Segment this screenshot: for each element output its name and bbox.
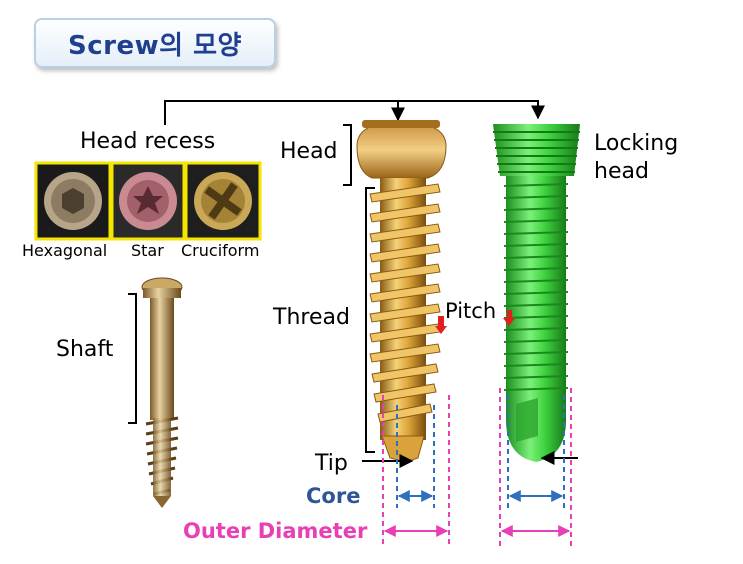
core-label: Core: [306, 484, 360, 508]
pitch-arrows: [435, 310, 515, 334]
gold-screw: [356, 120, 447, 463]
thread-bracket: [365, 187, 375, 453]
tip-label: Tip: [314, 451, 348, 476]
recess-photos: [34, 161, 262, 241]
thread-label: Thread: [272, 305, 350, 330]
head-recess-label: Head recess: [80, 129, 215, 154]
hexagonal-label: Hexagonal: [22, 241, 107, 260]
head-label: Head: [280, 139, 338, 164]
cruciform-label: Cruciform: [181, 241, 259, 260]
shaft-screw: [141, 277, 183, 508]
outer-diameter-label: Outer Diameter: [183, 519, 368, 543]
title-box: Screw의 모양: [34, 18, 276, 68]
head-recess-connector: [164, 100, 545, 125]
shaft-label: Shaft: [56, 337, 114, 362]
gold-thread: [369, 183, 441, 423]
outer-guides: [382, 388, 572, 548]
locking-head-thread: [493, 131, 580, 173]
locking-head-label-line2: head: [594, 159, 649, 184]
star-recess-icon: [119, 172, 177, 230]
shaft-bracket: [128, 293, 137, 424]
star-label: Star: [131, 241, 164, 260]
hexagonal-recess-icon: [44, 172, 102, 230]
locking-screw: [493, 124, 580, 462]
page-title: Screw의 모양: [68, 30, 242, 61]
core-guides: [396, 395, 565, 508]
locking-head-label-line1: Locking: [594, 131, 678, 156]
locking-shaft-thread: [503, 183, 569, 391]
pitch-label: Pitch: [445, 299, 496, 323]
cruciform-recess-icon: [194, 172, 252, 230]
head-bracket: [343, 124, 352, 186]
